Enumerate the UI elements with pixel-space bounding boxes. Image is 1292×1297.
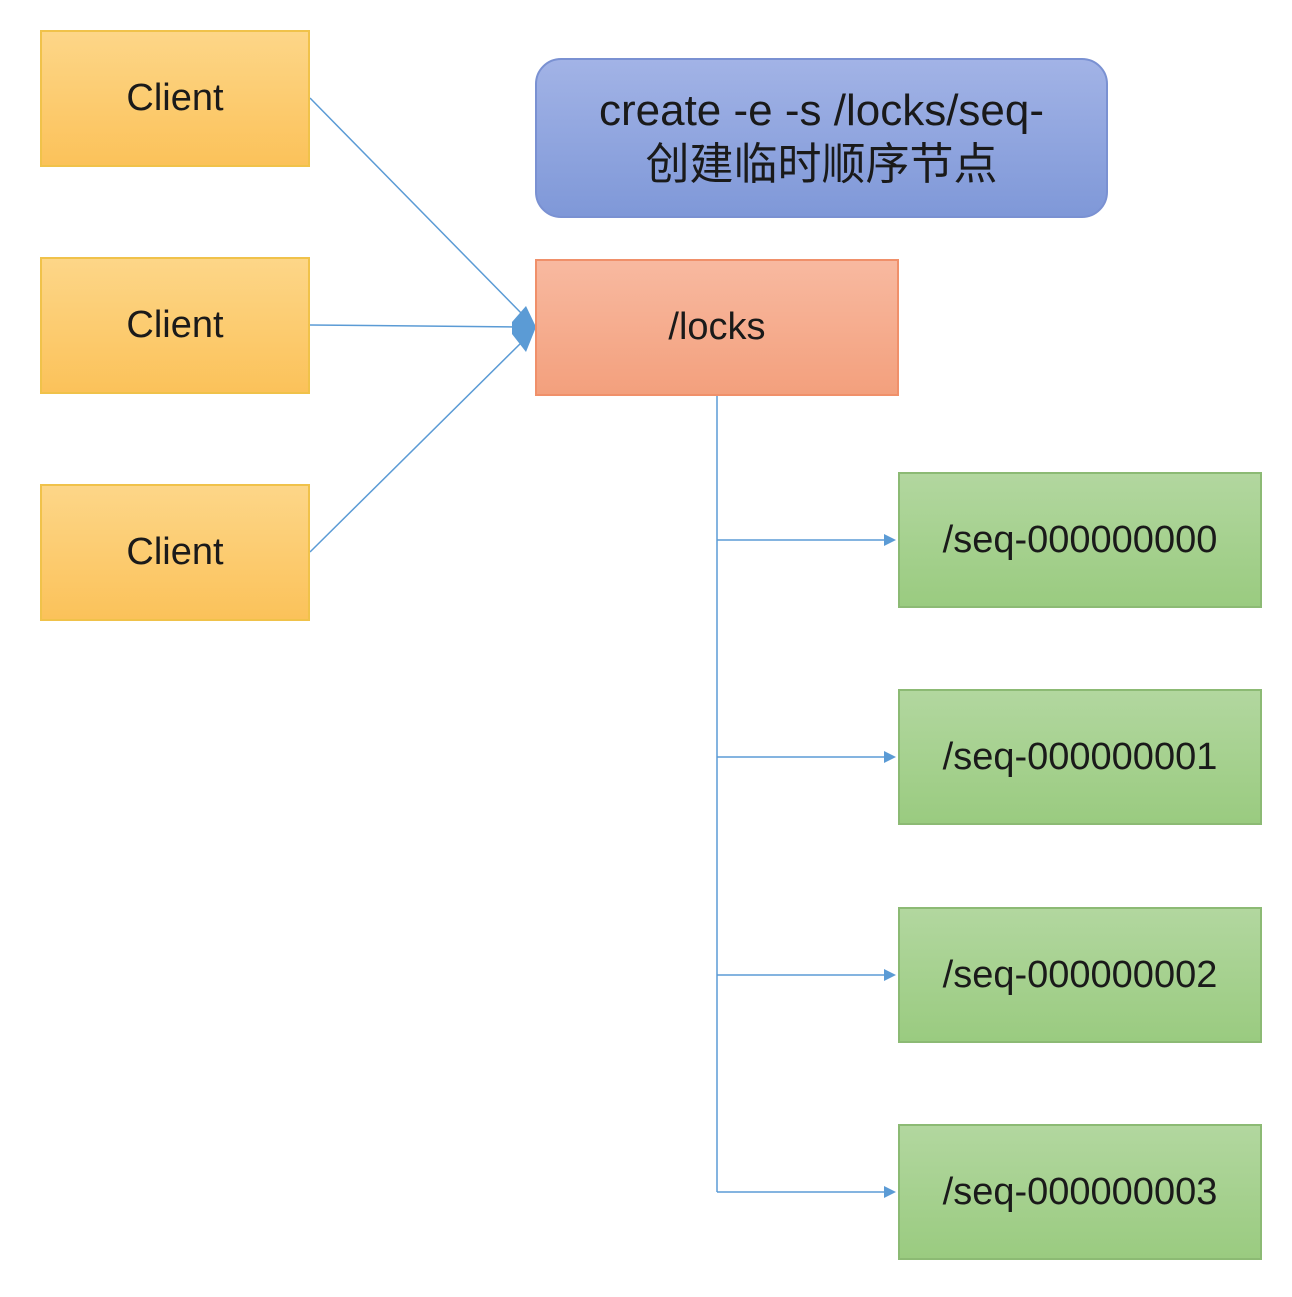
- seq-node-2: /seq-000000002: [898, 907, 1262, 1043]
- connector-client-2-to-locks: [309, 324, 521, 328]
- seq-node-label: /seq-000000002: [942, 953, 1218, 996]
- client-node-1: Client: [40, 30, 310, 167]
- command-description: 创建临时顺序节点: [645, 140, 998, 189]
- client-node-label: Client: [126, 304, 224, 346]
- seq-node-label: /seq-000000003: [942, 1170, 1218, 1213]
- seq-node-label: /seq-000000000: [942, 518, 1218, 561]
- connector-client-3-to-locks: [309, 339, 525, 553]
- seq-node-0: /seq-000000000: [898, 472, 1262, 608]
- connector-client-1-to-locks: [309, 97, 525, 317]
- seq-node-1: /seq-000000001: [898, 689, 1262, 825]
- client-node-2: Client: [40, 257, 310, 394]
- create-command-callout: create -e -s /locks/seq- 创建临时顺序节点: [535, 58, 1108, 218]
- client-node-3: Client: [40, 484, 310, 621]
- client-node-label: Client: [126, 531, 224, 573]
- command-text: create -e -s /locks/seq-: [598, 86, 1045, 135]
- locks-node: /locks: [535, 259, 899, 396]
- merged-arrowhead: [512, 306, 536, 352]
- client-node-label: Client: [126, 77, 224, 119]
- locks-node-label: /locks: [668, 306, 766, 348]
- seq-node-3: /seq-000000003: [898, 1124, 1262, 1260]
- seq-node-label: /seq-000000001: [942, 735, 1218, 778]
